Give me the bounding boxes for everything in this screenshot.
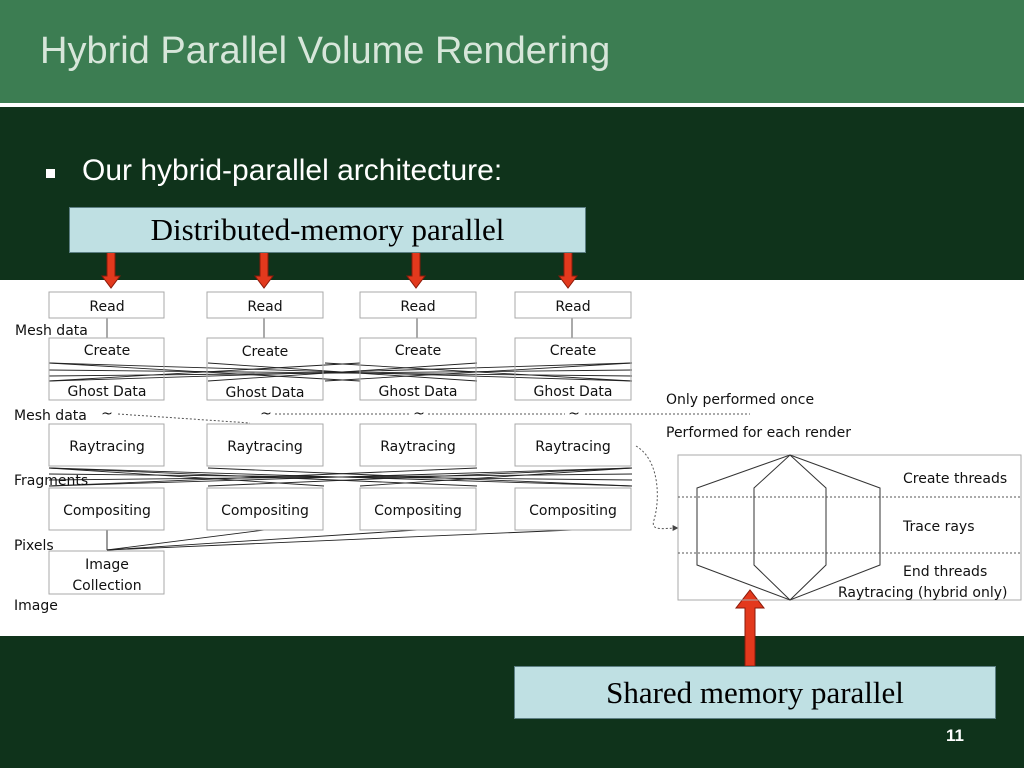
compositing-label-1: Compositing: [63, 503, 151, 519]
create-threads-label: Create threads: [903, 471, 1007, 487]
shared-memory-callout: Shared memory parallel: [514, 666, 996, 719]
slide-title: Hybrid Parallel Volume Rendering: [40, 30, 611, 72]
title-separator: [0, 103, 1024, 107]
read-box-4: [514, 291, 632, 319]
ghost-label-3: Ghost Data: [379, 384, 458, 400]
read-box-2: [206, 291, 324, 319]
end-threads-label: End threads: [903, 564, 987, 580]
create-ghost-box-1: [48, 337, 165, 401]
slide-number: 11: [946, 726, 964, 745]
gather-lines: [106, 529, 573, 551]
hybrid-detail-box: [677, 454, 1022, 601]
tilde-1: ~: [101, 406, 113, 422]
raytracing-box-1: [48, 423, 165, 467]
stage-labels: Mesh data Mesh data Fragments Pixels Ima…: [14, 323, 88, 614]
bullet-icon: [46, 169, 55, 178]
hybrid-caption: Raytracing (hybrid only): [838, 585, 1007, 601]
raytracing-label-3: Raytracing: [380, 439, 455, 455]
box-labels: Read Read Read Read Create Create Create…: [63, 299, 617, 594]
thread-hexagon-inner: [753, 454, 827, 601]
pixels-label: Pixels: [14, 538, 54, 554]
vertical-connectors: [106, 318, 573, 338]
red-arrow-1: [101, 251, 121, 289]
once-note: Only performed once: [666, 392, 814, 408]
ghost-label-2: Ghost Data: [226, 385, 305, 401]
compositing-label-2: Compositing: [221, 503, 309, 519]
compositing-label-3: Compositing: [374, 503, 462, 519]
compositing-box-2: [206, 487, 324, 531]
bullet-text: Our hybrid-parallel architecture:: [82, 154, 503, 187]
red-arrow-2: [254, 251, 274, 289]
distributed-memory-callout: Distributed-memory parallel: [69, 207, 586, 253]
create-ghost-box-2: [206, 337, 324, 401]
composite-exchange-lines: [48, 467, 633, 487]
create-label-2: Create: [242, 344, 289, 360]
read-label-4: Read: [555, 299, 590, 315]
thread-hexagon-outer: [696, 454, 881, 601]
compositing-box-1: [48, 487, 165, 531]
trace-rays-label: Trace rays: [902, 519, 975, 535]
red-arrow-shared: [734, 589, 766, 667]
create-ghost-box-3: [359, 337, 477, 401]
ghost-label-4: Ghost Data: [534, 384, 613, 400]
hybrid-detail: Create threads Trace rays End threads Ra…: [677, 454, 1022, 601]
read-box-3: [359, 291, 477, 319]
raytracing-label-4: Raytracing: [535, 439, 610, 455]
read-label-3: Read: [400, 299, 435, 315]
tilde-3: ~: [413, 406, 425, 422]
pipeline-boxes: [48, 291, 632, 595]
compositing-label-4: Compositing: [529, 503, 617, 519]
mesh-data-label-1: Mesh data: [15, 323, 88, 339]
render-notes: Only performed once Performed for each r…: [666, 392, 851, 441]
title-bar: [0, 0, 1024, 103]
fragments-label: Fragments: [14, 473, 88, 489]
red-arrow-4: [558, 251, 578, 289]
ghost-label-1: Ghost Data: [68, 384, 147, 400]
raytracing-label-2: Raytracing: [227, 439, 302, 455]
create-ghost-box-4: [514, 337, 632, 401]
create-label-3: Create: [395, 343, 442, 359]
raytracing-box-4: [514, 423, 632, 467]
image-label: Image: [14, 598, 58, 614]
distributed-arrows: [101, 251, 578, 289]
tilde-2: ~: [260, 406, 272, 422]
compositing-box-4: [514, 487, 632, 531]
each-render-note: Performed for each render: [666, 425, 851, 441]
dashed-notes: [117, 413, 750, 532]
raytracing-label-1: Raytracing: [69, 439, 144, 455]
mesh-data-label-2: Mesh data: [14, 408, 87, 424]
read-label-1: Read: [89, 299, 124, 315]
raytracing-box-2: [206, 423, 324, 467]
red-arrow-3: [406, 251, 426, 289]
diagram-panel: [0, 280, 1024, 636]
compositing-box-3: [359, 487, 477, 531]
create-label-1: Create: [84, 343, 131, 359]
read-box-1: [48, 291, 165, 319]
create-label-4: Create: [550, 343, 597, 359]
tilde-4: ~: [568, 406, 580, 422]
read-label-2: Read: [247, 299, 282, 315]
raytracing-box-3: [359, 423, 477, 467]
image-collection-label-1: Image: [85, 557, 129, 573]
ghost-exchange-lines: [48, 362, 633, 382]
image-collection-box: [48, 550, 165, 595]
image-collection-label-2: Collection: [72, 578, 141, 594]
